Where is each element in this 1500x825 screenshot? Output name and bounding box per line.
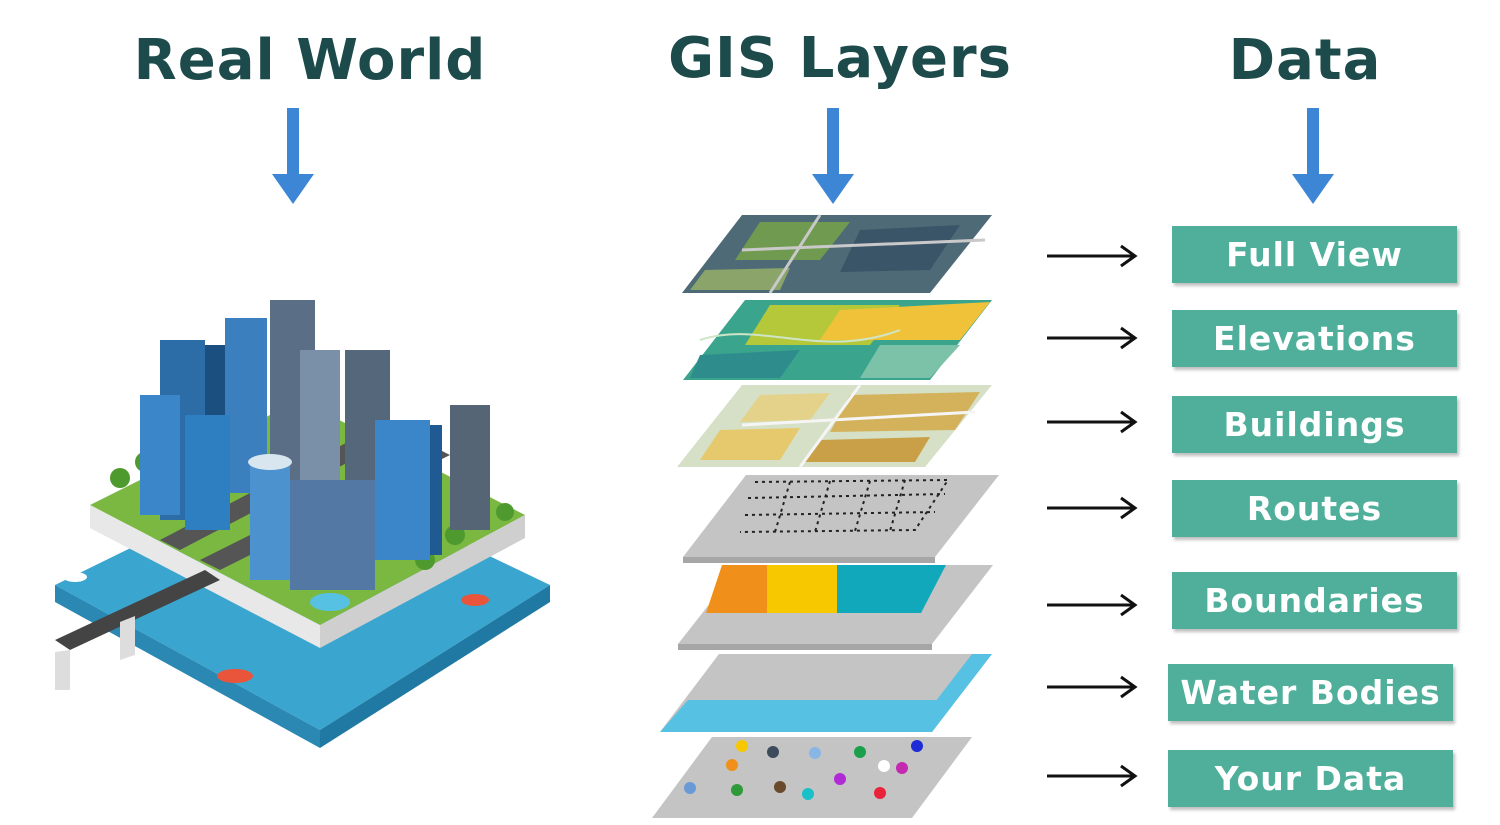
label-your-data: Your Data <box>1168 750 1453 807</box>
layer-your-data-image <box>652 737 972 818</box>
arrow-elevations-icon <box>1047 326 1138 350</box>
data-down-arrow-icon <box>1292 108 1334 204</box>
layer-buildings-image <box>677 384 992 468</box>
layer-water-bodies-image <box>660 654 992 732</box>
arrow-your-data-icon <box>1047 764 1138 788</box>
real-world-down-arrow-icon <box>272 108 314 204</box>
layer-boundaries-image <box>678 565 993 650</box>
label-water-bodies: Water Bodies <box>1168 664 1453 721</box>
data-heading: Data <box>1228 28 1382 93</box>
arrow-water-bodies-icon <box>1047 675 1138 699</box>
arrow-full-view-icon <box>1047 244 1138 268</box>
arrow-buildings-icon <box>1047 410 1138 434</box>
arrow-boundaries-icon <box>1047 593 1138 617</box>
arrow-routes-icon <box>1047 496 1138 520</box>
label-elevations: Elevations <box>1172 310 1457 367</box>
real-world-heading: Real World <box>133 28 487 93</box>
layer-full-view-image <box>682 214 992 294</box>
layer-routes-image <box>683 475 999 563</box>
label-buildings: Buildings <box>1172 396 1457 453</box>
layer-elevations-image <box>683 300 992 380</box>
label-full-view: Full View <box>1172 226 1457 283</box>
label-boundaries: Boundaries <box>1172 572 1457 629</box>
gis-layers-heading: GIS Layers <box>668 26 1012 91</box>
isometric-city-illustration <box>55 300 550 748</box>
label-routes: Routes <box>1172 480 1457 537</box>
gis-layers-down-arrow-icon <box>812 108 854 204</box>
